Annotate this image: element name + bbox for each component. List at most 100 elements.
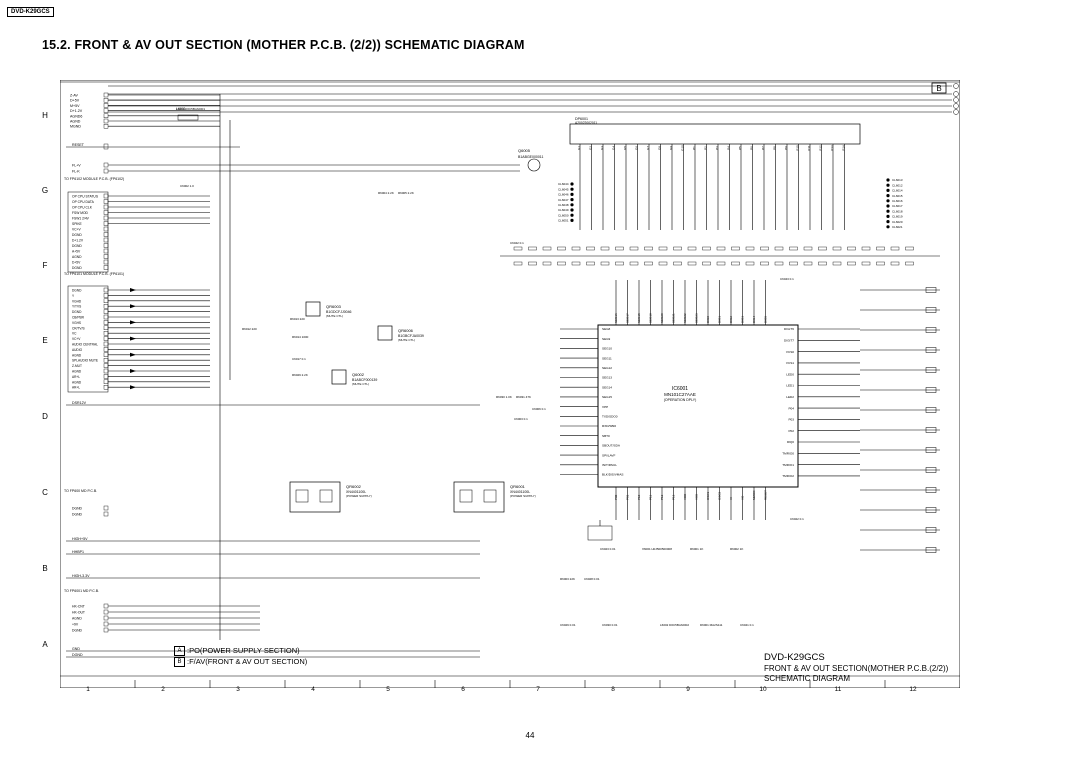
- cl-point: [570, 198, 574, 202]
- resistor: [876, 261, 885, 266]
- q6005-symbol: [527, 158, 541, 172]
- section-b-box: [931, 82, 947, 94]
- ic6001-bottom-pin: VSS: [695, 494, 699, 500]
- grid-pin-label: P4: [727, 146, 731, 150]
- resistor: [861, 246, 871, 251]
- resistor: [905, 261, 914, 266]
- resistor: [818, 261, 827, 266]
- cl-point: [570, 203, 574, 207]
- connector-b-ref: TO FP6001 MD P.C.B.: [64, 589, 99, 593]
- pin-box: [103, 92, 109, 98]
- connector-left1-pin: AGND: [72, 255, 82, 259]
- cl-point: [886, 204, 890, 208]
- resistor: [861, 261, 871, 266]
- ic6001-right-pin: LED1: [786, 384, 794, 388]
- connector-left2-pin: AR+L: [72, 375, 80, 379]
- transistor-part: XN4401100L: [346, 490, 366, 494]
- ic6001-left-pin: VPP: [602, 405, 608, 409]
- rail-end-marker: [953, 97, 959, 103]
- ic6001-left-pin: SEG15: [602, 395, 612, 399]
- cl-left-label: CL6050: [558, 213, 569, 217]
- right-connector: [925, 487, 937, 493]
- resistor: [731, 246, 740, 251]
- component-label: R6031 47K: [516, 395, 531, 399]
- column-label: 10: [759, 686, 767, 693]
- connector-left2-body: [67, 285, 109, 393]
- pin-box: [103, 254, 109, 259]
- pin-box: [103, 379, 109, 384]
- connector-left2-ref: TO FP6101 MODULE P.C.B. (FP6101): [64, 272, 124, 276]
- fl-display-part: A20022002011: [575, 121, 597, 125]
- schematic-drawing: BZ-AVD+5VM+5VD+1.2VAGND6AGNDMGNDL6001RES…: [60, 80, 960, 688]
- resistor: [586, 261, 595, 266]
- transistor-part: XN4401100L: [510, 490, 530, 494]
- grid-pin-label: P5: [738, 146, 742, 150]
- cl-left-label: CL6048: [558, 203, 569, 207]
- grid-pin-label: G8: [658, 146, 662, 150]
- cl-left-label: CL6044: [558, 182, 569, 186]
- ic6001-bottom-pin: P00: [614, 494, 618, 500]
- resistor: [760, 246, 769, 251]
- resistor: [745, 261, 755, 266]
- connector-left2-pin: CB/PBR: [72, 316, 85, 320]
- transistor-note: (POWER SUPPLY): [346, 494, 372, 498]
- cl-point: [570, 187, 574, 191]
- model-tag: DVD-K29GCS: [7, 7, 54, 17]
- signal-arrow: [130, 288, 136, 292]
- component-label: C6042 0.1: [510, 241, 524, 245]
- cl-left-label: CL6047: [558, 198, 569, 202]
- transistor-ref: Q6002: [352, 372, 365, 377]
- connector-left1-pin: OP CPU CLK: [72, 206, 93, 210]
- connector-left1-pin: D+1.2V: [72, 239, 84, 243]
- ic6001-bottom-pin: P12: [660, 494, 664, 500]
- right-connector: [925, 407, 937, 413]
- connector-top-pin: AGND: [70, 120, 81, 124]
- transistor-package: [289, 481, 341, 513]
- right-connector: [925, 507, 937, 513]
- resistor: [731, 261, 740, 266]
- component-label: R6012 220: [242, 327, 257, 331]
- column-label: 6: [461, 686, 465, 693]
- grid-pin-label: G1: [577, 146, 581, 150]
- resistor: [774, 261, 784, 266]
- grid-pin-label: G5: [623, 146, 627, 150]
- connector-b-pin: DGND: [72, 629, 83, 633]
- component-label: C6028 0.01: [584, 577, 600, 581]
- ic6001-right-pin: DIGIT7: [784, 339, 794, 343]
- ic6001-top-pin: SEG17: [626, 313, 630, 323]
- cl-point: [570, 208, 574, 212]
- fl-display-ref: DP6001: [575, 117, 588, 121]
- ic6001-bottom-pin: P10: [637, 494, 641, 500]
- ic6001-left-pin: SPI/LAVF: [602, 453, 615, 457]
- right-connector: [925, 327, 937, 333]
- pin-box: [103, 385, 109, 390]
- connector-b-pin: +9V: [72, 623, 79, 627]
- resistor: [615, 246, 624, 251]
- pin-box: [103, 505, 109, 511]
- transistor-package: [305, 301, 321, 317]
- resistor: [658, 261, 668, 266]
- transistor-package: [453, 481, 505, 513]
- ic6001-body: [597, 324, 799, 488]
- connector-left1-pin: DGND: [72, 233, 82, 237]
- row-label: D: [42, 412, 48, 421]
- crystal-x6001: [587, 525, 613, 541]
- resistor: [687, 261, 697, 266]
- connector-left2-pin: VGHD: [72, 299, 82, 303]
- row-label: E: [42, 336, 48, 345]
- connector-left2-pin: Y: [72, 294, 75, 298]
- pin-box: [103, 374, 109, 379]
- cl-point: [570, 182, 574, 186]
- connector-left2-pin: AGND: [72, 370, 82, 374]
- connector-left2-pin: VGHS: [72, 321, 81, 325]
- ic6001-left-pin: SBT0: [602, 434, 610, 438]
- ic6001-bottom-pin: RESET: [764, 490, 768, 500]
- row-label: B: [42, 564, 48, 573]
- pin-box: [103, 293, 109, 298]
- net-label: HIGH+5V: [72, 537, 88, 541]
- connector-left1-pin: DGND: [72, 244, 82, 248]
- connector-top-pin: D+1.2V: [70, 109, 83, 113]
- cl-point: [886, 220, 890, 224]
- resistor: [847, 246, 856, 251]
- pin-box: [103, 118, 109, 124]
